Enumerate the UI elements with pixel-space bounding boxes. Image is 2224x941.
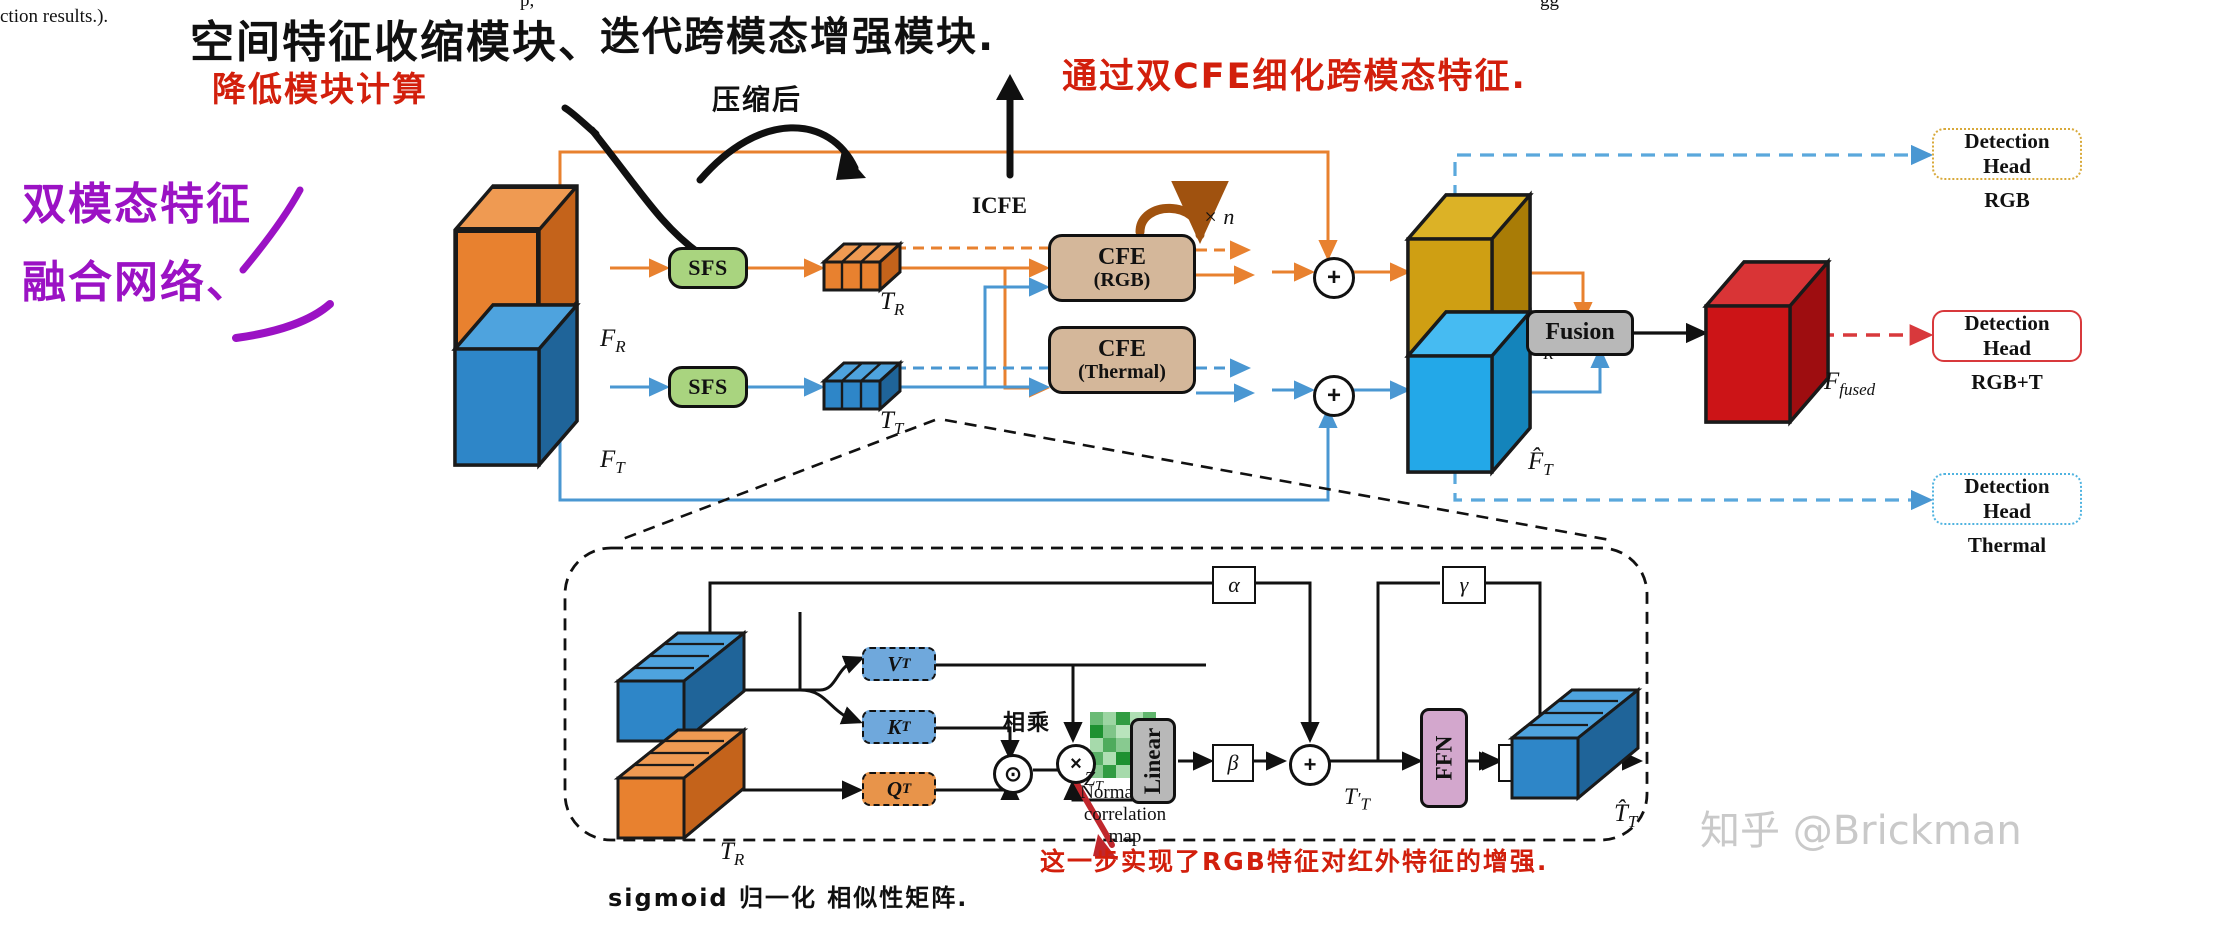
detail-add-node-1: + [1289, 744, 1331, 786]
heatmap-cell [1090, 712, 1104, 726]
detection-head-thermal[interactable]: Detection Head [1932, 473, 2082, 525]
detail-token-thermal [613, 629, 749, 753]
paper-text-left: ction results.). [0, 6, 109, 27]
annotation-sigmoid: sigmoid 归一化 相似性矩阵. [608, 884, 969, 912]
cfe-thermal-module[interactable]: CFE (Thermal) [1048, 326, 1196, 394]
paper-text-mid: p, [520, 0, 535, 11]
sfs-rgb-module[interactable]: SFS [668, 247, 748, 289]
detection-head-thermal-line2: Head [1983, 499, 2031, 523]
paper-text-right: gg [1540, 0, 1559, 11]
heatmap-cell [1116, 751, 1130, 765]
cfe-rgb-title: CFE [1098, 243, 1146, 270]
cfe-thermal-mode: (Thermal) [1078, 361, 1166, 384]
heatmap-cell [1090, 738, 1104, 752]
label-fhat-thermal: F̂T [1528, 448, 1553, 479]
ffn-module[interactable]: FFN [1420, 708, 1468, 808]
annotation-compress: 压缩后 [712, 83, 803, 116]
annotation-sfs-title: 空间特征收缩模块、 [190, 17, 604, 68]
detection-head-thermal-caption: Thermal [1967, 533, 2047, 557]
detection-head-rgb-line2: Head [1983, 154, 2031, 178]
detection-head-rgb[interactable]: Detection Head [1932, 128, 2082, 180]
annotation-icfe-title: 迭代跨模态增强模块. [600, 14, 996, 60]
heatmap-cell [1103, 751, 1117, 765]
icfe-label: ICFE [972, 193, 1027, 218]
sfs-rgb-label: SFS [688, 255, 728, 281]
cube-f-fused [1702, 257, 1832, 432]
heatmap-cell [1116, 738, 1130, 752]
heatmap-cell [1103, 764, 1117, 778]
label-f-rgb: FR [600, 325, 626, 356]
heatmap-cell [1116, 725, 1130, 739]
label-f-thermal: FT [600, 446, 625, 477]
sfs-thermal-module[interactable]: SFS [668, 366, 748, 408]
multiply-node: × [1056, 744, 1096, 784]
detection-head-fused[interactable]: Detection Head [1932, 310, 2082, 362]
cfe-thermal-title: CFE [1098, 335, 1146, 362]
label-token-thermal: TT [880, 407, 904, 438]
beta-gate: β [1212, 744, 1254, 782]
heatmap-cell [1103, 712, 1117, 726]
label-z-thermal: ZT [1084, 768, 1103, 794]
heatmap-cell [1103, 725, 1117, 739]
label-t-prime: T′T [1344, 784, 1370, 814]
heatmap-cell [1116, 712, 1130, 726]
watermark: 知乎 @Brickman [1700, 808, 2022, 854]
dot-product-node: ⊙ [993, 754, 1033, 794]
alpha-gate: α [1212, 566, 1256, 604]
add-node-thermal: + [1313, 375, 1355, 417]
linear-module[interactable]: Linear [1130, 718, 1176, 804]
detail-label-token-rgb: TR [720, 838, 745, 869]
heatmap-cell [1116, 764, 1130, 778]
label-token-rgb: TR [880, 288, 905, 319]
cube-f-thermal [451, 300, 615, 470]
annotation-similarity: 相乘 [1003, 711, 1052, 736]
detection-head-thermal-line1: Detection [1964, 474, 2050, 499]
annotation-rgb-enhance: 这一步实现了RGB特征对红外特征的增强. [1040, 847, 1549, 876]
cube-fhat-thermal [1404, 307, 1534, 482]
detection-head-fused-caption: RGB+T [1971, 370, 2043, 394]
detail-output-token [1507, 686, 1643, 810]
fusion-label: Fusion [1545, 319, 1615, 346]
token-bar-thermal [820, 357, 904, 424]
sfs-thermal-label: SFS [688, 374, 728, 400]
detection-head-rgb-line1: Detection [1964, 129, 2050, 154]
heatmap-cell [1103, 738, 1117, 752]
label-output-token: T̂T [1614, 800, 1638, 831]
fusion-module[interactable]: Fusion [1526, 310, 1634, 356]
annotation-dual-cfe: 通过双CFE细化跨模态特征. [1062, 57, 1527, 97]
icfe-repeat-label: × n [1203, 204, 1235, 229]
add-node-rgb: + [1313, 257, 1355, 299]
detail-token-rgb [613, 726, 749, 850]
heatmap-cell [1090, 725, 1104, 739]
cfe-rgb-mode: (RGB) [1093, 269, 1151, 292]
annotation-reduce-cost: 降低模块计算 [212, 70, 428, 110]
annotation-dual-modal-1: 双模态特征 [22, 179, 252, 230]
gamma-gate: γ [1442, 566, 1486, 604]
cfe-rgb-module[interactable]: CFE (RGB) [1048, 234, 1196, 302]
token-bar-rgb [820, 238, 904, 305]
annotation-dual-modal-2: 融合网络、 [22, 257, 252, 308]
detection-head-rgb-caption: RGB [1984, 188, 2030, 212]
detection-head-fused-line2: Head [1983, 336, 2031, 360]
label-f-fused: Ffused [1824, 368, 1876, 399]
detection-head-fused-line1: Detection [1964, 311, 2050, 336]
